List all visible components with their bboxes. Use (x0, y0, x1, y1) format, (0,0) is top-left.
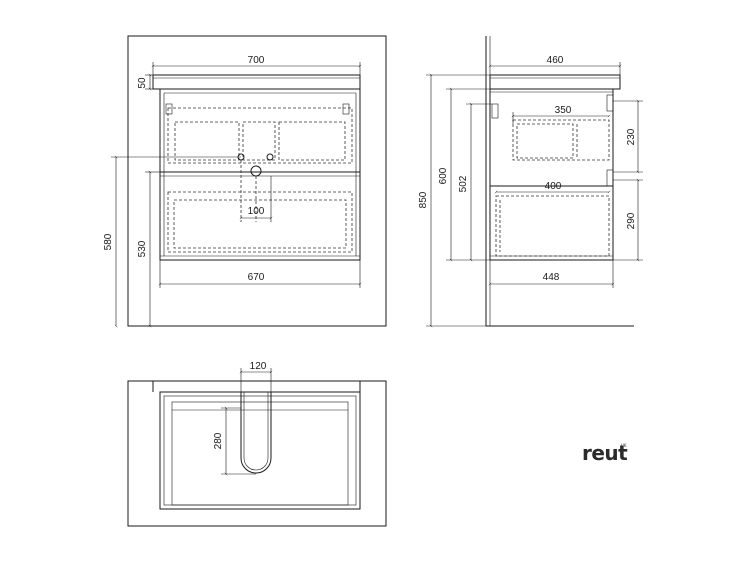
upper-drawer-hidden (167, 107, 353, 164)
dim-700: 700 (248, 55, 265, 66)
dim-502: 502 (458, 175, 469, 192)
dim-448: 448 (543, 272, 560, 283)
side-countertop (489, 74, 621, 90)
dim-120: 120 (250, 361, 267, 372)
dim-600: 600 (438, 167, 449, 184)
dim-350: 350 (555, 105, 572, 116)
dim-50: 50 (137, 77, 148, 89)
front-view: 700 50 100 670 580 530 (103, 35, 387, 328)
cabinet-body (159, 88, 361, 261)
dim-460: 460 (547, 55, 564, 66)
dim-290: 290 (626, 212, 637, 229)
side-view: 460 350 400 448 850 600 502 230 (418, 36, 643, 328)
dim-670: 670 (248, 272, 265, 283)
dim-230: 230 (626, 128, 637, 145)
dim-280: 280 (213, 432, 224, 449)
dim-400: 400 (545, 181, 562, 192)
lower-drawer-hidden (167, 191, 353, 253)
dim-580: 580 (103, 233, 114, 250)
top-view: 120 280 (127, 361, 387, 527)
brand-name: reut (582, 441, 628, 465)
brand-mark: UK (621, 443, 627, 448)
side-upper-drawer-hidden (512, 119, 610, 161)
dim-100: 100 (248, 206, 265, 217)
top-view-wall (127, 380, 387, 527)
top-view-body (159, 391, 361, 510)
side-cabinet-body (489, 88, 614, 261)
brand-logo: reut UK (582, 441, 629, 465)
countertop (152, 74, 361, 90)
dim-850: 850 (418, 191, 429, 208)
side-lower-drawer-hidden (495, 195, 610, 257)
dim-530: 530 (137, 240, 148, 257)
siphon-cutout (240, 392, 272, 474)
